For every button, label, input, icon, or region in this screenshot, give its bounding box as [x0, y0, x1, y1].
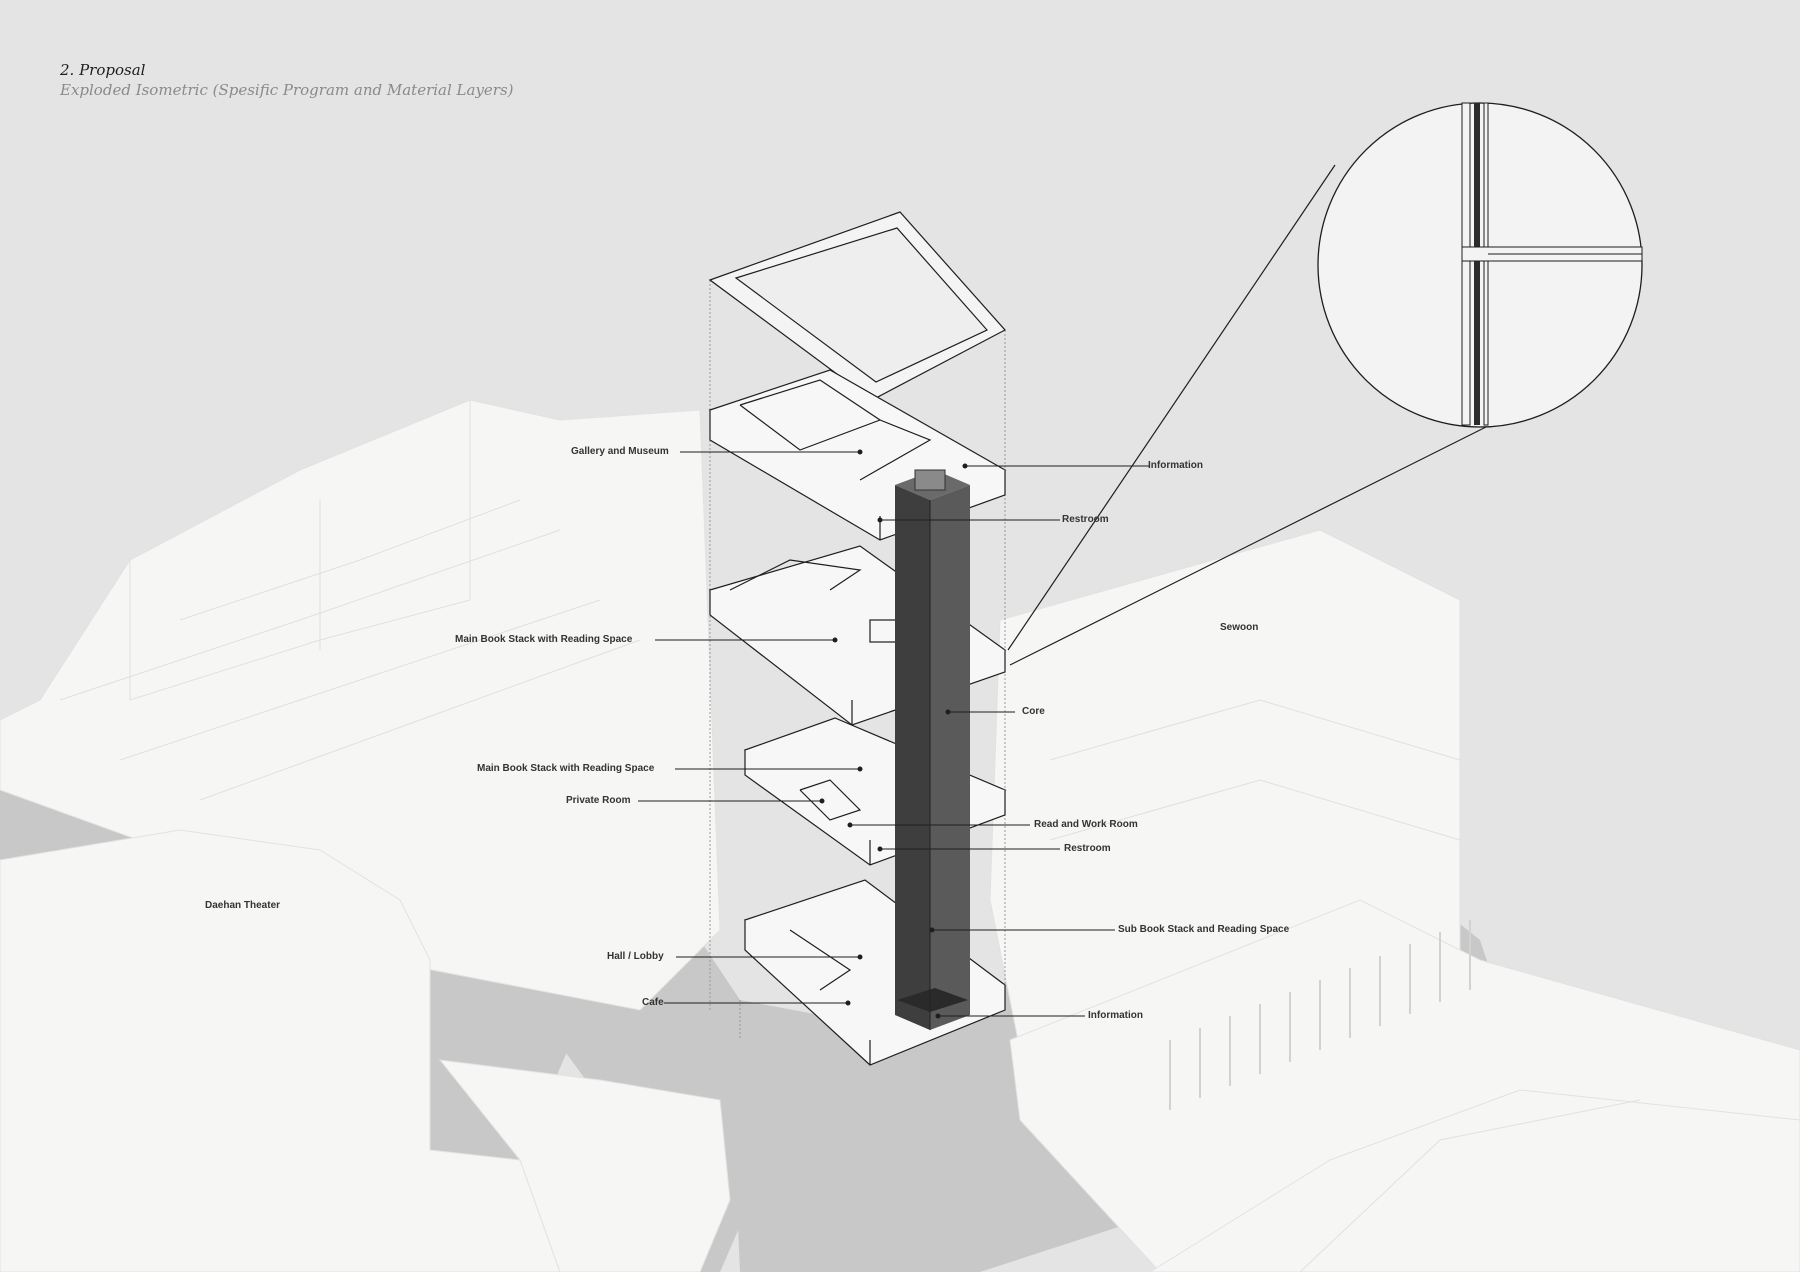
- callout-private-room: Private Room: [566, 795, 631, 806]
- callout-leaders: [638, 449, 1150, 1019]
- callout-gallery-museum: Gallery and Museum: [571, 446, 669, 457]
- callout-restroom-top: Restroom: [1062, 514, 1109, 525]
- callout-cafe: Cafe: [642, 997, 664, 1008]
- callout-information-bottom: Information: [1088, 1010, 1143, 1021]
- left-block-detail-lines: [59, 400, 641, 801]
- place-label-sewoon: Sewoon: [1220, 622, 1259, 633]
- sheet-heading: 2. Proposal Exploded Isometric (Spesific…: [60, 60, 514, 100]
- place-label-daehan-theater: Daehan Theater: [205, 900, 281, 911]
- callout-restroom-mid: Restroom: [1064, 843, 1111, 854]
- core-shaft: [895, 469, 970, 1030]
- callout-core: Core: [1022, 706, 1045, 717]
- sheet-subtitle: Exploded Isometric (Spesific Program and…: [60, 81, 514, 99]
- wall-section-detail: [1317, 102, 1643, 428]
- callout-information-top: Information: [1148, 460, 1203, 471]
- sheet-title: 2. Proposal: [60, 61, 146, 79]
- callout-main-book-stack-1: Main Book Stack with Reading Space: [455, 634, 633, 645]
- callout-read-work-room: Read and Work Room: [1034, 819, 1138, 830]
- pilotis-columns: [1169, 920, 1471, 1110]
- callout-hall-lobby: Hall / Lobby: [607, 951, 664, 962]
- callout-sub-book-stack: Sub Book Stack and Reading Space: [1118, 924, 1290, 935]
- sewoon-detail-lines: [1049, 699, 1641, 1272]
- left-context-block: [0, 399, 731, 1272]
- right-context-block: [989, 529, 1800, 1272]
- callout-main-book-stack-2: Main Book Stack with Reading Space: [477, 763, 655, 774]
